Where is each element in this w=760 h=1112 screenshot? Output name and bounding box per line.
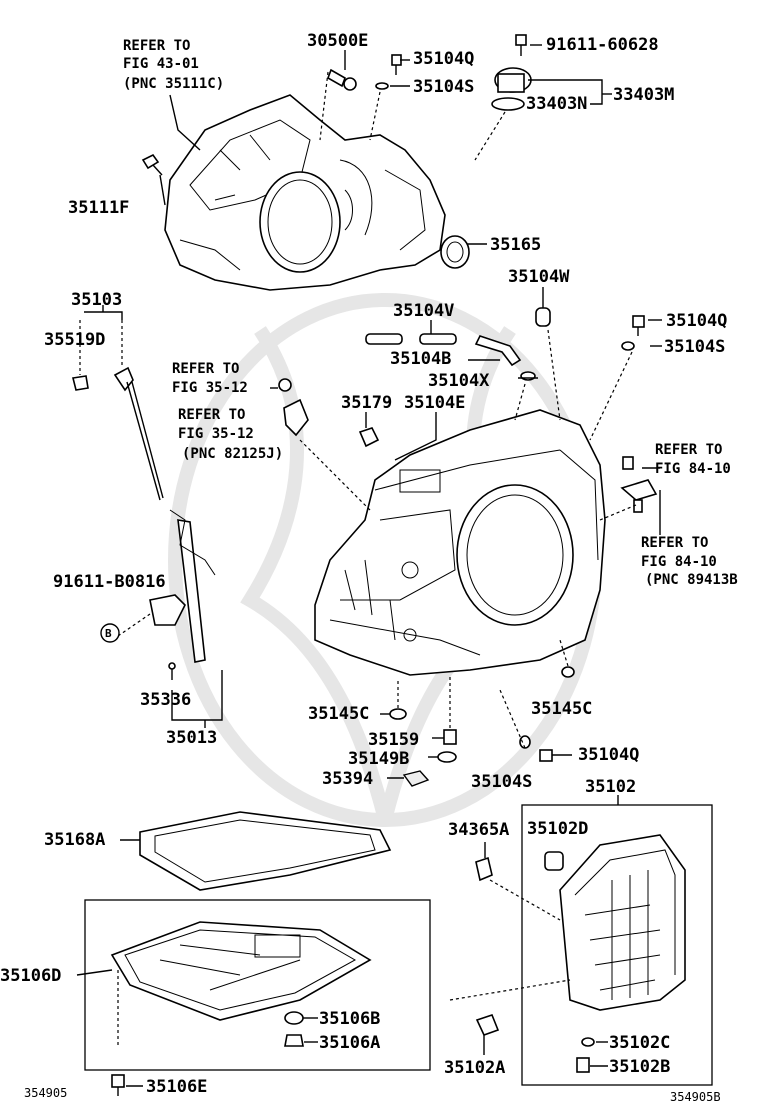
transaxle-case-illustration	[314, 409, 606, 676]
label-35165: 35165	[490, 235, 541, 255]
label-35145c-left: 35145C	[308, 704, 369, 724]
dipstick-assembly	[72, 366, 216, 663]
label-35159: 35159	[368, 730, 419, 750]
label-35102c: 35102C	[609, 1033, 670, 1053]
valve-body-box	[521, 804, 713, 1086]
refer-84-10-a-line1: REFER TO	[655, 442, 722, 458]
label-35104e: 35104E	[404, 393, 465, 413]
label-33403n: 33403N	[526, 94, 587, 114]
label-35102b: 35102B	[609, 1057, 670, 1077]
refer-43-01-line2: FIG 43-01	[123, 56, 199, 72]
label-35145c-right: 35145C	[531, 699, 592, 719]
label-33403m: 33403M	[613, 85, 674, 105]
label-30500e: 30500E	[307, 31, 368, 51]
refer-84-10-b-line3: (PNC 89413B	[645, 572, 738, 588]
footer-code-right: 354905B	[670, 1090, 721, 1104]
refer-84-10-b-line2: FIG 84-10	[641, 554, 717, 570]
label-35106a: 35106A	[319, 1033, 380, 1053]
label-91611-60628: 91611-60628	[546, 35, 659, 55]
label-35111f: 35111F	[68, 198, 129, 218]
label-35104q-bottom: 35104Q	[578, 745, 639, 765]
refer-notes: REFER TO FIG 43-01 (PNC 35111C) REFER TO…	[123, 38, 738, 588]
transaxle-housing-illustration	[164, 94, 446, 291]
label-35179: 35179	[341, 393, 392, 413]
leader-lines	[76, 44, 662, 1087]
label-35104s-right: 35104S	[664, 337, 725, 357]
label-35013: 35013	[166, 728, 217, 748]
label-35336: 35336	[140, 690, 191, 710]
label-35168a: 35168A	[44, 830, 105, 850]
refer-35-12-b-line2: FIG 35-12	[178, 426, 254, 442]
label-35104s-top: 35104S	[413, 77, 474, 97]
oil-pan-box	[84, 899, 431, 1071]
label-35103: 35103	[71, 290, 122, 310]
footer-code-left: 354905	[24, 1086, 67, 1100]
label-35104v: 35104V	[393, 301, 454, 321]
label-34365a: 34365A	[448, 820, 509, 840]
oil-pan-gasket	[139, 811, 392, 891]
label-35102: 35102	[585, 777, 636, 797]
label-35149b: 35149B	[348, 749, 409, 769]
label-35104w: 35104W	[508, 267, 570, 287]
label-35104q-top: 35104Q	[413, 49, 474, 69]
part-labels: 30500E 35104Q 91611-60628 35104S 33403M …	[0, 31, 727, 1097]
refer-84-10-b-line1: REFER TO	[641, 535, 708, 551]
label-35104q-right: 35104Q	[666, 311, 727, 331]
label-35104x: 35104X	[428, 371, 490, 391]
label-35106d: 35106D	[0, 966, 61, 986]
refer-35-12-a-line1: REFER TO	[172, 361, 239, 377]
label-35104b: 35104B	[390, 349, 451, 369]
label-35519d: 35519D	[44, 330, 105, 350]
marker-b-circle	[100, 623, 120, 643]
label-35102a: 35102A	[444, 1058, 505, 1078]
refer-35-12-b-line1: REFER TO	[178, 407, 245, 423]
refer-43-01-line1: REFER TO	[123, 38, 190, 54]
refer-35-12-b-line3: (PNC 82125J)	[182, 446, 283, 462]
label-35394: 35394	[322, 769, 373, 789]
refer-43-01-line3: (PNC 35111C)	[123, 76, 224, 92]
label-35106b: 35106B	[319, 1009, 380, 1029]
label-35106e: 35106E	[146, 1077, 207, 1097]
label-35104s-bottom: 35104S	[471, 772, 532, 792]
refer-84-10-a-line2: FIG 84-10	[655, 461, 731, 477]
label-35102d: 35102D	[527, 819, 588, 839]
refer-35-12-a-line2: FIG 35-12	[172, 380, 248, 396]
label-91611-b0816: 91611-B0816	[53, 572, 166, 592]
marker-b-label: B	[105, 627, 112, 640]
